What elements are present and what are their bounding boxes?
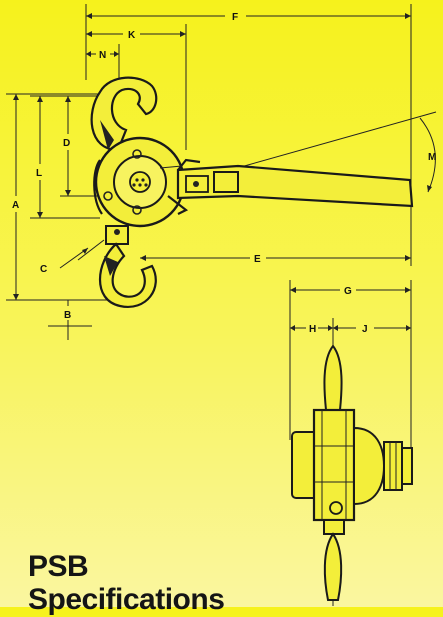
label-f: F (232, 12, 238, 23)
label-b: B (64, 310, 71, 321)
title-line-2: Specifications (28, 583, 225, 616)
label-k: K (128, 30, 136, 41)
hoist-side-view (90, 76, 414, 309)
label-d: D (63, 138, 70, 149)
dimension-k: K (86, 24, 187, 150)
dimension-f: F (85, 4, 412, 150)
dimension-m: M (229, 111, 436, 193)
dimension-d: D (60, 96, 100, 197)
dimension-l: L (30, 95, 100, 219)
label-h: H (309, 324, 316, 335)
label-n: N (99, 50, 106, 61)
label-e: E (254, 254, 261, 265)
dimension-e: E (140, 150, 412, 266)
title-line-1: PSB (28, 550, 89, 583)
label-j: J (362, 324, 368, 335)
dimension-c: C (40, 239, 105, 275)
dimension-n: N (86, 44, 120, 80)
dimension-g: G (289, 280, 412, 460)
label-g: G (344, 286, 352, 297)
label-a: A (12, 200, 19, 211)
label-l: L (36, 168, 42, 179)
dimension-h-j: H J (290, 318, 411, 340)
hoist-front-view (291, 340, 413, 606)
label-c: C (40, 264, 47, 275)
label-m: M (428, 152, 436, 163)
dimension-b: B (48, 299, 92, 340)
